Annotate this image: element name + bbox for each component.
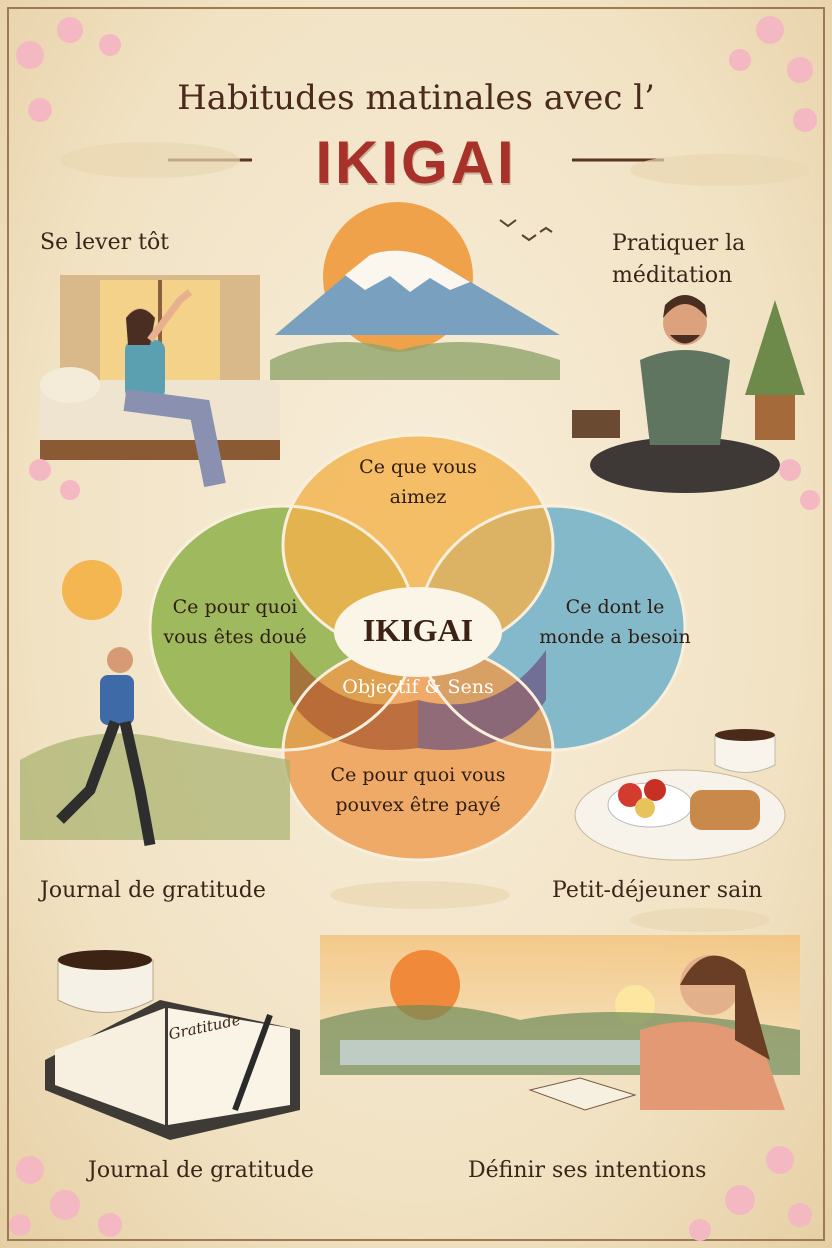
venn-label-top-line1: Ce que vous (359, 456, 477, 478)
habit-label-gratitude-journal: Journal de gratitude (40, 878, 266, 903)
waking-woman-illustration (40, 275, 280, 488)
venn-center-subtitle: Objectif & Sens (342, 676, 494, 698)
venn-label-bottom-line2: pouvex être payé (335, 794, 501, 816)
venn-label-left-line2: vous êtes doué (163, 626, 307, 648)
habit-label-healthy-breakfast: Petit-déjeuner sain (552, 878, 763, 903)
runner-illustration (20, 560, 290, 846)
cherry-blossom-decorations (9, 16, 820, 1241)
venn-label-right-line1: Ce dont le (565, 596, 665, 618)
habit-label-gratitude-journal-2: Journal de gratitude (88, 1158, 314, 1183)
venn-label-left-line1: Ce pour quoi (172, 596, 298, 618)
habit-label-meditation: Pratiquer la méditation (612, 228, 745, 292)
venn-center (334, 587, 502, 677)
gratitude-notebook-illustration (45, 950, 300, 1140)
habit-label-meditation-line2: méditation (612, 263, 733, 288)
poster-title: Habitudes matinales avec l’ (177, 78, 655, 118)
venn-label-right-line2: monde a besoin (539, 626, 691, 648)
venn-label-bottom: Ce pour quoi vous pouvex être payé (308, 760, 528, 820)
sunset-reflection-illustration (320, 935, 800, 1111)
poster-border (7, 7, 825, 1241)
breakfast-illustration (574, 729, 786, 861)
venn-label-right: Ce dont le monde a besoin (530, 592, 700, 652)
poster-brand-title: IKIGAI (315, 129, 517, 196)
ikigai-venn-diagram (148, 433, 687, 862)
mount-fuji-illustration (270, 202, 560, 380)
venn-label-bottom-line1: Ce pour quoi vous (330, 764, 506, 786)
venn-circle-top (283, 435, 553, 655)
venn-label-top-line2: aimez (389, 486, 447, 508)
habit-label-wake-early: Se lever tôt (40, 230, 170, 255)
venn-center-title: IKIGAI (362, 612, 474, 648)
habit-label-meditation-line1: Pratiquer la (612, 231, 746, 256)
venn-label-top: Ce que vous aimez (318, 452, 518, 512)
clouds (60, 142, 810, 932)
venn-label-left: Ce pour quoi vous êtes doué (160, 592, 310, 652)
meditating-man-illustration (572, 295, 805, 493)
venn-circle-bottom (283, 644, 553, 860)
habit-label-set-intentions: Définir ses intentions (468, 1158, 707, 1183)
